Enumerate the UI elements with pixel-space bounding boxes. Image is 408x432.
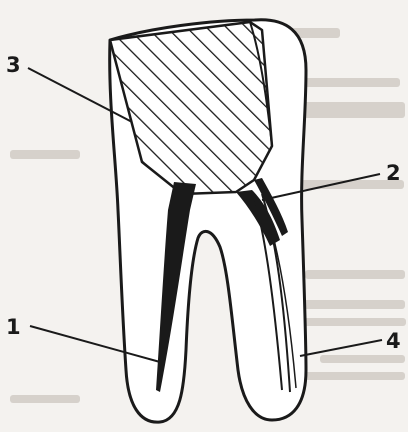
callout-label-1: 1 [6,315,21,339]
callout-label-3: 3 [6,53,21,77]
leader-line-4 [300,340,382,356]
callout-label-4: 4 [386,329,401,353]
callout-label-2: 2 [386,161,401,185]
